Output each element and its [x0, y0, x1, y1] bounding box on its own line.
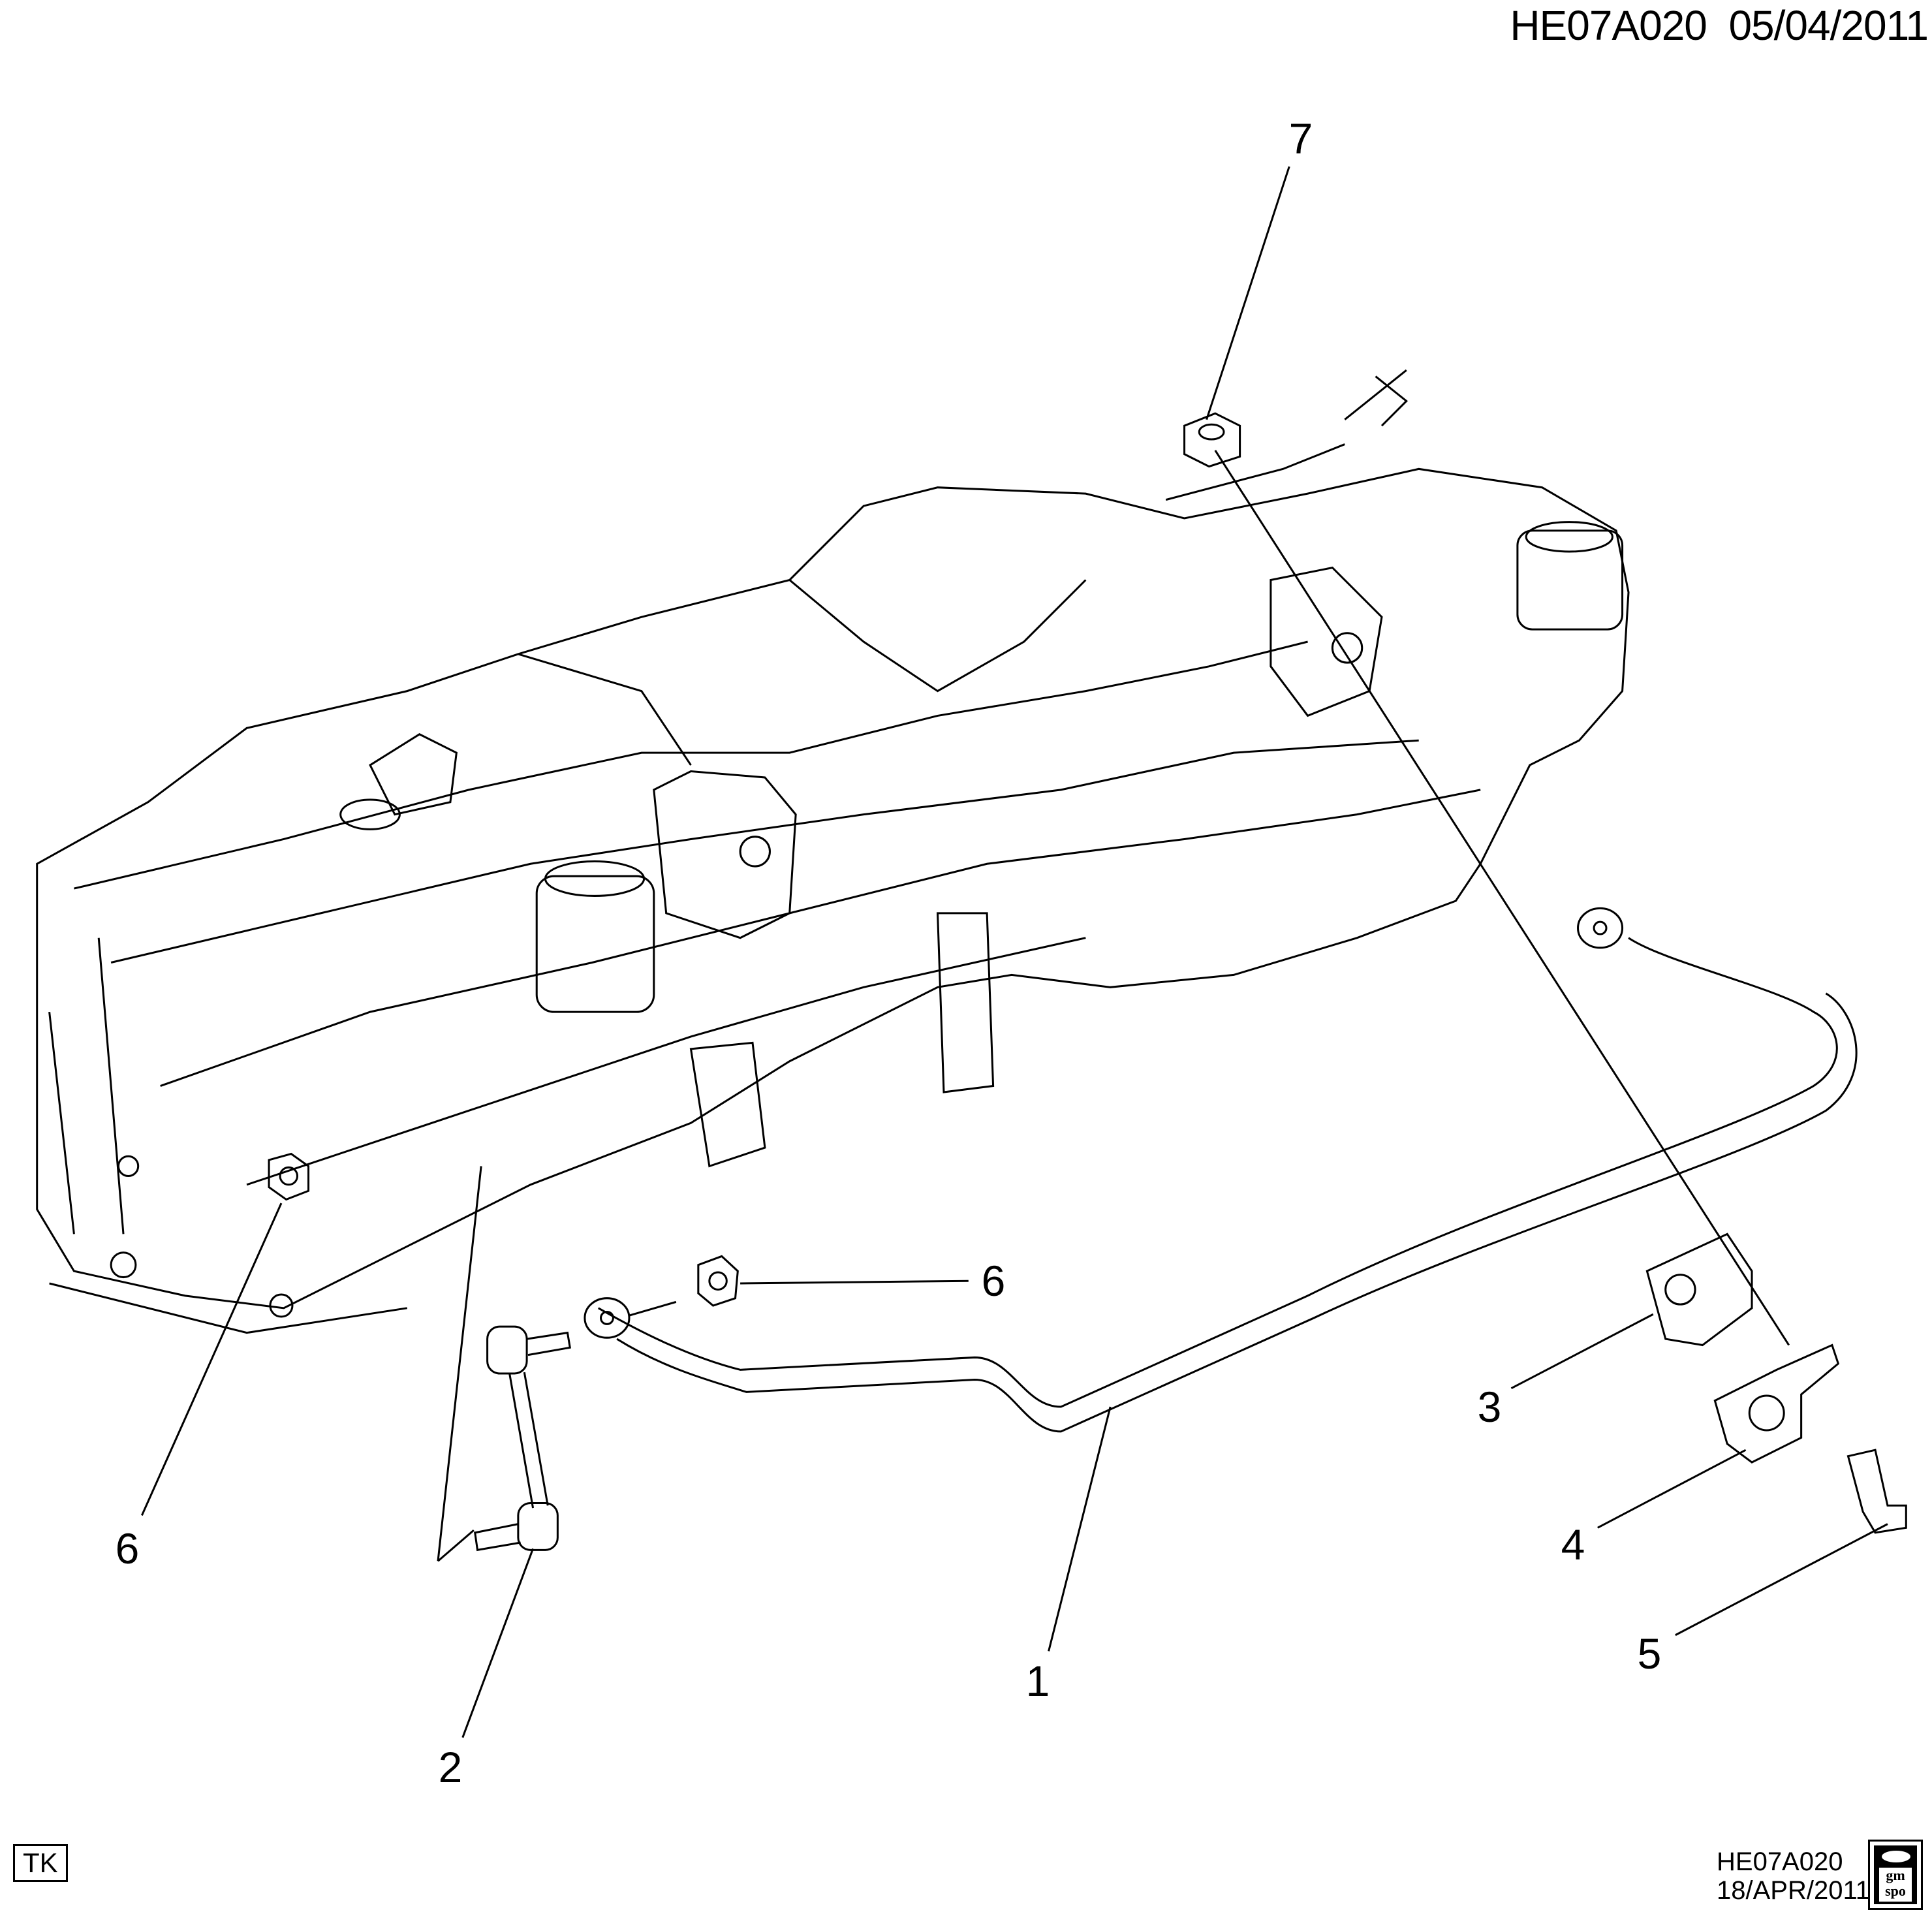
diagram-header: HE07A020 05/04/2011 — [1510, 1, 1929, 50]
callout-3: 3 — [1477, 1383, 1502, 1431]
callout-5: 5 — [1637, 1629, 1662, 1678]
leader-lines — [140, 166, 1888, 1738]
callout-4: 4 — [1561, 1520, 1585, 1569]
callout-6-left: 6 — [115, 1524, 140, 1573]
callout-7: 7 — [1288, 114, 1313, 163]
callout-6-right: 6 — [981, 1257, 1006, 1305]
callout-2: 2 — [438, 1743, 463, 1791]
diagram-footer: HE07A020 18/APR/2011 — [1717, 1847, 1870, 1905]
stabilizer-bar — [584, 907, 1858, 1433]
header-diagram-id: HE07A020 — [1510, 2, 1707, 49]
stabilizer-link — [474, 1325, 571, 1552]
hardware — [268, 412, 1907, 1534]
footer-date: 18/APR/2011 — [1717, 1876, 1870, 1905]
footer-diagram-id: HE07A020 — [1717, 1847, 1843, 1876]
callout-1: 1 — [1025, 1657, 1050, 1705]
rear-suspension-crossmember — [36, 369, 1630, 1334]
tk-badge: TK — [13, 1844, 68, 1882]
header-date: 05/04/2011 — [1728, 2, 1929, 49]
